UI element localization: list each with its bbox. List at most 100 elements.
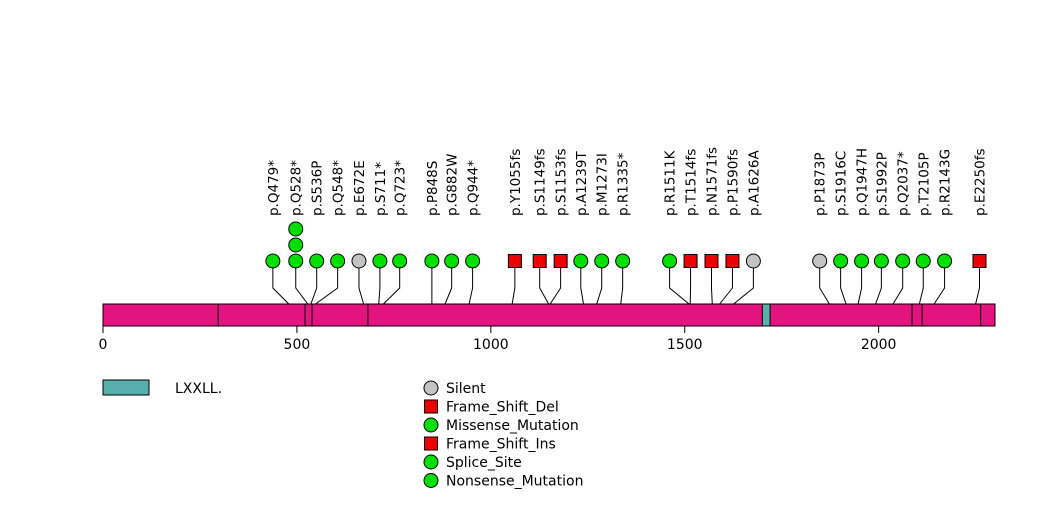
- mutation-marker: [573, 253, 589, 269]
- mutation-marker: [854, 253, 870, 269]
- mutation-marker: [507, 254, 522, 268]
- mutation-marker: [615, 253, 631, 269]
- mutation-label: p.S711*: [373, 162, 389, 216]
- mutation-connector: [358, 261, 365, 305]
- mutation-marker: [873, 253, 889, 269]
- mutation-connector: [272, 261, 290, 305]
- mutation-marker: [372, 253, 388, 269]
- mutation-marker: [833, 253, 849, 269]
- mutation-marker: [392, 253, 408, 269]
- mutation-connector: [620, 261, 624, 305]
- mutation-marker: [532, 254, 547, 268]
- mutation-label: p.R1335*: [616, 152, 632, 216]
- legend-group: LXXLL. SilentFrame_Shift_DelMissense_Mut…: [102, 379, 583, 490]
- mutation-marker: [265, 253, 281, 269]
- mutation-marker: [553, 254, 568, 268]
- mutation-marker: [351, 253, 367, 269]
- legend-label-nonsense_mutation: Nonsense_Mutation: [446, 474, 583, 490]
- axis-tick-label: 0: [99, 337, 108, 353]
- connector-lines-group: [272, 261, 980, 305]
- mutation-markers-group: [265, 221, 987, 269]
- mutation-connector: [596, 261, 603, 305]
- protein-bar: [102, 303, 996, 327]
- mutation-label: p.T2105P: [916, 152, 932, 216]
- mutation-label: p.P1873P: [813, 153, 829, 217]
- mutation-marker: [725, 254, 740, 268]
- mutation-connector: [733, 261, 754, 305]
- mutation-marker: [745, 253, 761, 269]
- mutation-label: p.S1992P: [874, 152, 890, 216]
- legend-label-splice_site: Splice_Site: [446, 455, 522, 471]
- mutation-connector: [310, 261, 318, 305]
- mutation-label: p.P1590fs: [725, 149, 741, 216]
- mutation-connector: [892, 261, 904, 305]
- mutation-label: p.R1511K: [663, 149, 679, 216]
- mutation-connector: [549, 261, 562, 305]
- mutation-marker: [937, 253, 953, 269]
- mutation-label: p.Y1055fs: [508, 149, 524, 216]
- mutation-label: p.R2143G: [938, 149, 954, 216]
- mutation-label: p.S1916C: [834, 151, 850, 216]
- legend-label-missense_mutation: Missense_Mutation: [446, 418, 579, 434]
- mutation-marker: [812, 253, 828, 269]
- mutation-marker: [594, 253, 610, 269]
- mutation-label: p.Q2037*: [896, 151, 912, 216]
- mutation-marker: [288, 253, 304, 269]
- mutation-label: p.A1626A: [746, 150, 762, 216]
- mutation-connector: [383, 261, 401, 305]
- mutation-marker: [704, 254, 719, 268]
- mutation-connector: [857, 261, 863, 305]
- mutation-label: p.Q723*: [393, 160, 409, 216]
- legend-label-frame_shift_del: Frame_Shift_Del: [446, 400, 559, 416]
- mutation-label: p.Q944*: [466, 160, 482, 216]
- mutation-label: p.A1239T: [574, 151, 590, 216]
- mutation-label: p.Q479*: [266, 160, 282, 216]
- mutation-connector: [378, 261, 381, 305]
- legend-symbol-splice_site: [423, 454, 439, 470]
- mutation-connector: [444, 261, 453, 305]
- axis-tick-label: 1000: [473, 337, 509, 353]
- mutation-connector: [719, 261, 733, 305]
- mutation-connector: [975, 261, 980, 305]
- mutation-marker: [424, 253, 440, 269]
- mutation-marker: [972, 254, 987, 268]
- legend-label-frame_shift_ins: Frame_Shift_Ins: [446, 437, 556, 453]
- legend-label-silent: Silent: [446, 381, 486, 397]
- legend-symbol-silent: [423, 380, 439, 396]
- mutation-marker: [662, 253, 678, 269]
- mutation-marker: [465, 253, 481, 269]
- mutation-label: p.S1153fs: [554, 148, 570, 216]
- mutation-label: p.Q1947H: [855, 148, 871, 216]
- mutation-label: p.T1514fs: [684, 149, 700, 216]
- mutation-marker: [895, 253, 911, 269]
- mutation-connector: [315, 261, 339, 305]
- mutation-label: p.S536P: [310, 161, 326, 216]
- axis-tick-label: 2000: [861, 337, 897, 353]
- mutation-label: p.M1273I: [595, 153, 611, 216]
- mutation-marker: [288, 237, 304, 253]
- mutation-label: p.E2250fs: [972, 148, 988, 216]
- mutation-connector: [933, 261, 946, 305]
- axis-tick-label: 500: [284, 337, 311, 353]
- mutation-marker: [288, 221, 304, 237]
- axis-tick-label: 1500: [667, 337, 703, 353]
- mutation-connector: [468, 261, 474, 305]
- mutation-marker: [330, 253, 346, 269]
- domain-lxxll: [761, 303, 771, 327]
- mutation-connector: [580, 261, 585, 305]
- protein-bar-group: [102, 303, 996, 327]
- domain-legend-swatch: [102, 379, 150, 396]
- mutation-connector: [539, 261, 550, 305]
- mutation-marker: [915, 253, 931, 269]
- mutation-label: p.Q528*: [289, 160, 305, 216]
- mutation-label: p.N1571fs: [704, 147, 720, 216]
- mutation-label: p.P848S: [425, 161, 441, 216]
- mutation-connector: [918, 261, 924, 305]
- mutation-connector: [819, 261, 830, 305]
- mutation-connector: [295, 261, 309, 305]
- mutation-marker: [309, 253, 325, 269]
- domain-legend-label: LXXLL.: [175, 381, 222, 397]
